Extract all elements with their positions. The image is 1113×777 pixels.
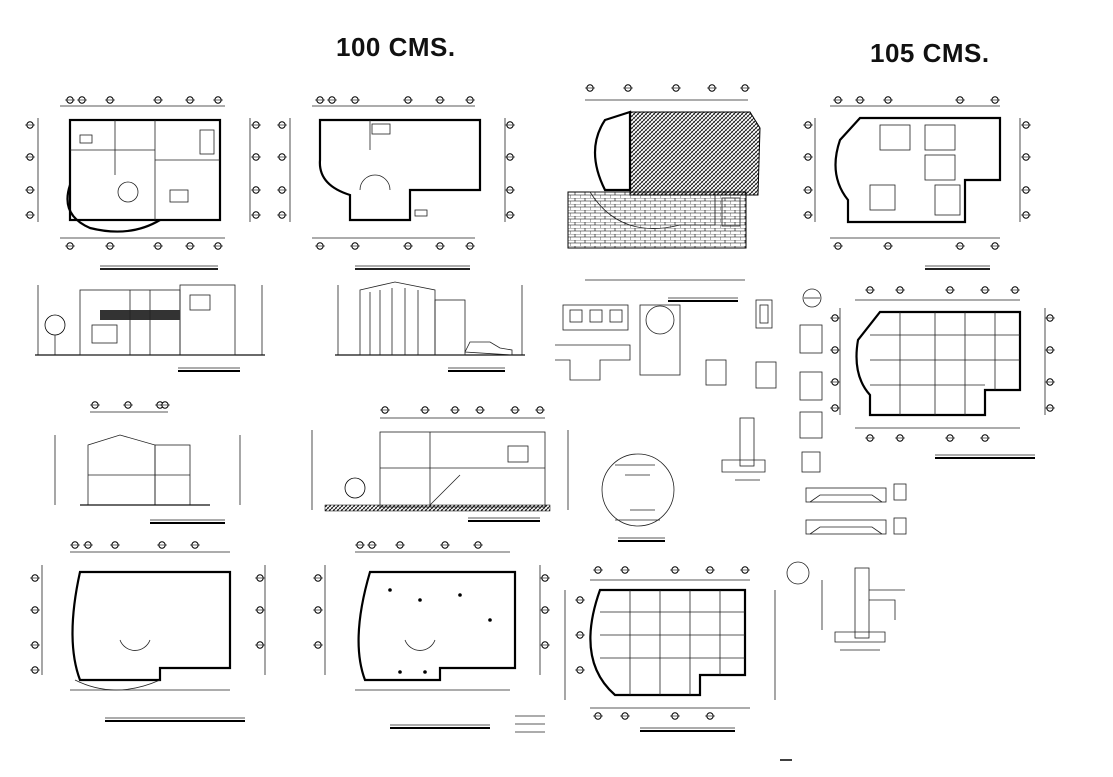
wall-section-detail	[786, 561, 905, 651]
cross-section-b	[311, 406, 569, 522]
front-elevation	[35, 284, 265, 372]
cross-section-a	[54, 401, 241, 524]
detail-callout	[601, 453, 675, 542]
upper-floor-plan	[276, 96, 516, 270]
foundation-plan	[802, 96, 1032, 270]
beam-details	[805, 483, 907, 535]
electrical-plan-1	[29, 541, 266, 722]
slab-framing-plan	[829, 286, 1056, 459]
scale-label-105: 105 CMS.	[870, 38, 990, 68]
electrical-plan-2	[312, 541, 551, 733]
roof-plan	[567, 84, 761, 249]
footing-detail	[721, 417, 766, 481]
column-sections	[799, 288, 823, 473]
stair-details	[555, 279, 777, 389]
side-elevation	[335, 281, 525, 372]
ground-floor-plan	[24, 96, 262, 270]
slab-reinforcement-plan	[564, 566, 776, 732]
scale-label-100: 100 CMS.	[336, 32, 456, 62]
